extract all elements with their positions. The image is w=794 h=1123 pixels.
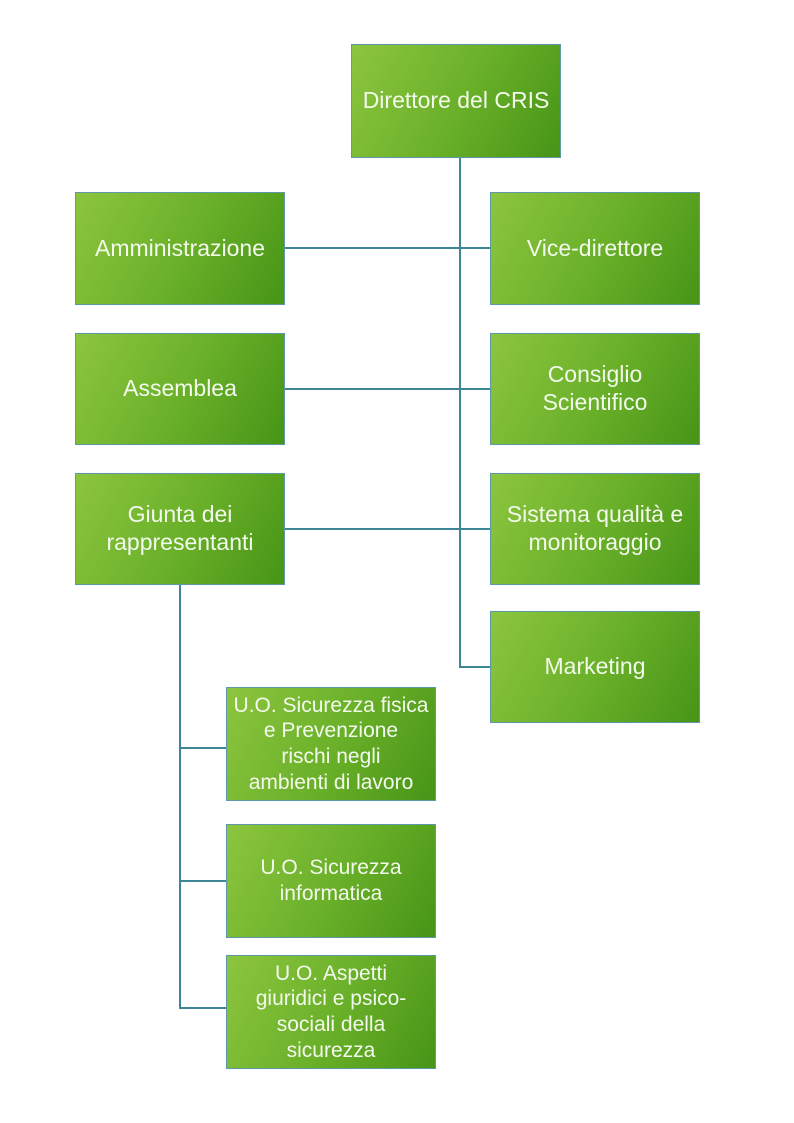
connector-row1-horizontal (284, 247, 491, 249)
node-sistema-qualita-monitoraggio: Sistema qualità e monitoraggio (490, 473, 700, 585)
node-uo-aspetti-giuridici: U.O. Aspetti giuridici e psico- sociali … (226, 955, 436, 1069)
connector-uo1-elbow (179, 747, 227, 749)
node-giunta-dei-rappresentanti: Giunta dei rappresentanti (75, 473, 285, 585)
connector-uo3-elbow (179, 1007, 227, 1009)
node-consiglio-scientifico: Consiglio Scientifico (490, 333, 700, 445)
node-amministrazione: Amministrazione (75, 192, 285, 305)
connector-row2-horizontal (284, 388, 491, 390)
connector-uo2-elbow (179, 880, 227, 882)
node-assemblea: Assemblea (75, 333, 285, 445)
node-direttore-del-cris: Direttore del CRIS (351, 44, 561, 158)
node-uo-sicurezza-fisica: U.O. Sicurezza fisica e Prevenzione risc… (226, 687, 436, 801)
connector-trunk-vertical (459, 157, 461, 668)
connector-row3-horizontal (284, 528, 491, 530)
connector-giunta-vertical (179, 585, 181, 1009)
connector-marketing-elbow (459, 666, 491, 668)
node-uo-sicurezza-informatica: U.O. Sicurezza informatica (226, 824, 436, 938)
node-vice-direttore: Vice-direttore (490, 192, 700, 305)
node-marketing: Marketing (490, 611, 700, 723)
